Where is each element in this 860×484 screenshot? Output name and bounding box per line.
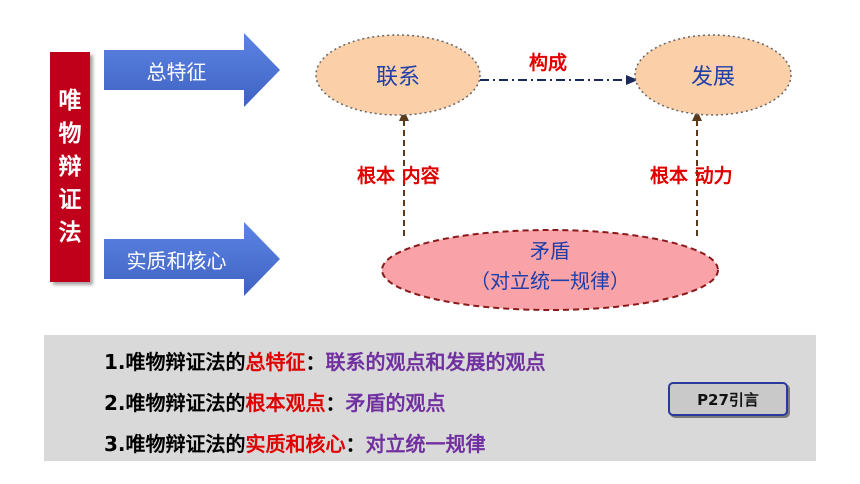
summary-line-1-detail: 联系的观点和发展的观点 — [325, 350, 546, 374]
summary-line-1-sep: ： — [305, 350, 326, 374]
node-contradiction: 矛盾 （对立统一规律） — [382, 236, 718, 304]
label-root-power: 根本 动力 — [650, 165, 733, 187]
summary-line-3-highlight: 实质和核心 — [245, 432, 346, 456]
summary-line-3-detail: 对立统一规律 — [365, 432, 486, 456]
arrow-essence-core: 实质和核心 — [104, 222, 280, 296]
node-contradiction-shape — [381, 229, 719, 311]
summary-line-3-sep: ： — [345, 432, 366, 456]
edge-root-content-head — [399, 110, 409, 121]
node-develop: 发展 — [690, 65, 735, 90]
summary-line-1: 1.唯物辩证法的总特征：联系的观点和发展的观点 — [104, 346, 546, 375]
label-root-content: 根本 内容 — [357, 165, 440, 187]
edge-root-power-head — [692, 110, 702, 121]
banner-title: 唯物辩证法 — [58, 87, 82, 246]
summary-line-3: 3.唯物辩证法的实质和核心：对立统一规律 — [104, 428, 486, 457]
summary-line-2-highlight: 根本观点 — [245, 391, 326, 415]
node-contradiction-title: 矛盾 — [530, 239, 570, 263]
arrow-right-icon — [104, 222, 280, 296]
arrow-general-feature: 总特征 — [104, 33, 280, 107]
summary-line-1-prefix: 1.唯物辩证法的 — [104, 350, 246, 374]
node-link: 联系 — [375, 65, 420, 90]
label-compose: 构成 — [529, 52, 568, 74]
summary-line-3-prefix: 3.唯物辩证法的 — [104, 432, 246, 456]
summary-line-1-highlight: 总特征 — [245, 350, 306, 374]
summary-line-2-prefix: 2.唯物辩证法的 — [104, 391, 246, 415]
arrow-label-general-feature: 总特征 — [146, 59, 207, 84]
node-link-shape — [315, 34, 481, 116]
node-develop-shape — [634, 34, 792, 116]
edge-compose-head — [626, 75, 638, 85]
summary-line-2-sep: ： — [325, 391, 346, 415]
reference-button[interactable]: P27引言 — [668, 382, 788, 416]
node-contradiction-subtitle: （对立统一规律） — [470, 269, 630, 293]
summary-line-2: 2.唯物辩证法的根本观点：矛盾的观点 — [104, 387, 446, 416]
arrow-label-essence-core: 实质和核心 — [126, 248, 227, 273]
arrow-right-icon — [104, 33, 280, 107]
title-banner: 唯物辩证法 — [50, 52, 90, 282]
summary-line-2-detail: 矛盾的观点 — [345, 391, 446, 415]
